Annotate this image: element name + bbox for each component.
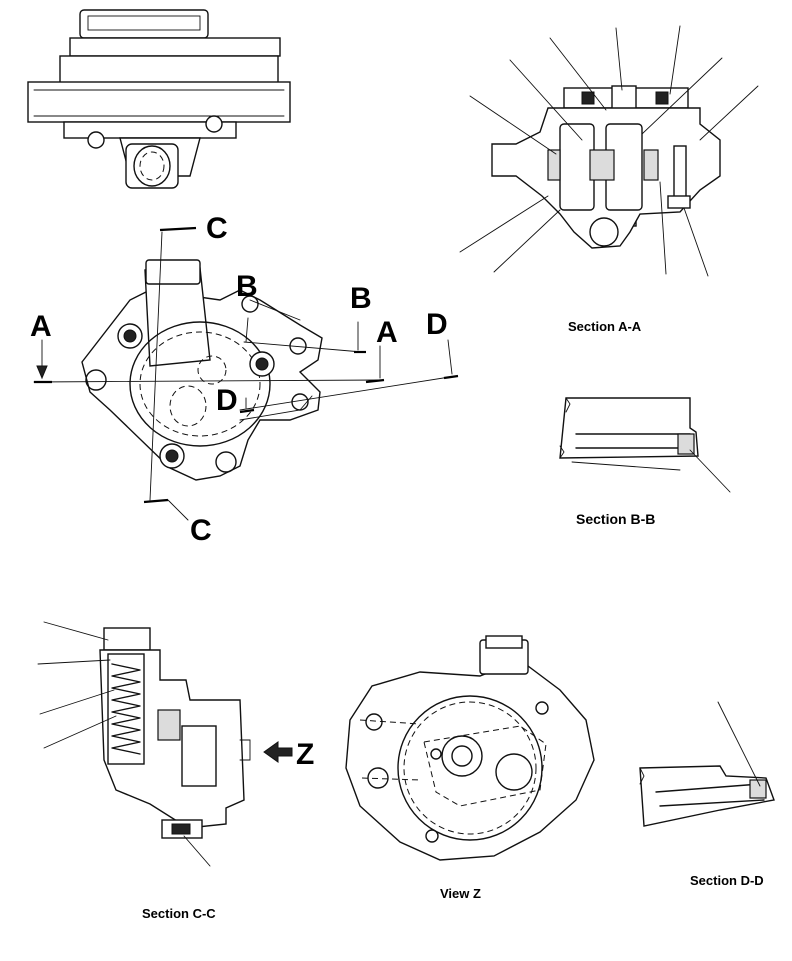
marker-b-top: B [236,270,258,303]
section-cut-lines [33,226,459,521]
caption-section-cc: Section C-C [142,906,216,921]
caption-section-aa: Section A-A [568,319,642,334]
marker-d-left: D [216,384,238,417]
marker-c-top: C [206,212,228,245]
marker-a-right: A [376,316,398,349]
top-view-pump [27,9,291,189]
section-bb-drawing [559,397,731,493]
section-dd-drawing [639,701,775,827]
section-cc-drawing [37,621,293,867]
view-z-drawing [345,635,595,861]
main-front-view [81,259,323,481]
marker-a-left: A [30,310,52,343]
section-aa-drawing [459,25,759,277]
caption-view-z: View Z [440,886,481,901]
marker-c-bottom: C [190,514,212,547]
marker-d-right: D [426,308,448,341]
marker-z-arrow: Z [296,738,314,771]
caption-section-bb: Section B-B [576,511,655,527]
marker-b-right: B [350,282,372,315]
caption-section-dd: Section D-D [690,873,764,888]
